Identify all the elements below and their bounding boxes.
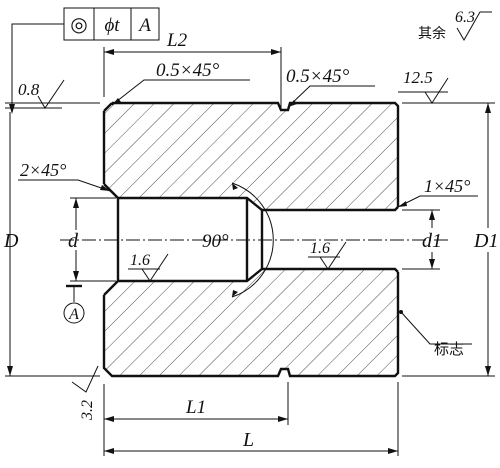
tolerance-datum: A [137, 15, 151, 36]
svg-text:0.5×45°: 0.5×45° [156, 60, 220, 81]
svg-text:1.6: 1.6 [310, 240, 330, 257]
svg-text:1×45°: 1×45° [424, 176, 470, 196]
tolerance-value: ϕt [104, 15, 120, 36]
svg-text:0.5×45°: 0.5×45° [286, 66, 350, 87]
roughness-bottom-left: 3.2 [71, 365, 105, 421]
svg-text:d1: d1 [422, 230, 442, 252]
dim-L1: L1 [104, 382, 289, 425]
svg-text:L: L [242, 429, 254, 451]
svg-text:0.8: 0.8 [18, 80, 40, 99]
svg-text:A: A [68, 306, 79, 323]
dim-D: D [3, 102, 100, 377]
svg-text:d: d [68, 230, 79, 252]
svg-text:1.6: 1.6 [130, 252, 150, 269]
angle-90-annotation: 90° [202, 182, 274, 298]
chamfer-bore: 2×45° [18, 160, 111, 192]
chamfer-right-top: 0.5×45° [286, 66, 375, 108]
svg-text:2×45°: 2×45° [20, 160, 66, 180]
svg-text:D1: D1 [473, 230, 498, 252]
svg-text:90°: 90° [202, 231, 229, 252]
svg-text:3.2: 3.2 [79, 400, 96, 421]
dim-L: L [103, 382, 399, 456]
coaxiality-symbol: ◎ [70, 12, 87, 36]
dim-d1: d1 [402, 209, 442, 270]
svg-text:其余: 其余 [418, 25, 446, 42]
roughness-left-face: 0.8 [5, 79, 65, 109]
marking-label: 标志 [399, 310, 472, 358]
roughness-other: 其余 6.3 [418, 9, 492, 42]
svg-text:L2: L2 [166, 30, 188, 51]
svg-text:6.3: 6.3 [455, 9, 475, 26]
dim-D1: D1 [402, 102, 498, 377]
roughness-bore-right: 1.6 [308, 240, 347, 270]
roughness-bore-left: 1.6 [128, 252, 169, 282]
svg-text:12.5: 12.5 [403, 68, 433, 87]
dim-d: d [68, 197, 116, 282]
svg-text:标志: 标志 [434, 340, 464, 358]
geometric-tolerance-frame: ◎ ϕt A [9, 7, 160, 114]
roughness-outer-right: 12.5 [398, 68, 449, 104]
dim-L2: L2 [103, 30, 282, 110]
part-section [60, 101, 448, 378]
svg-text:L1: L1 [185, 397, 206, 418]
chamfer-step: 1×45° [397, 176, 478, 208]
datum-a: A [63, 284, 85, 324]
chamfer-left-top: 0.5×45° [111, 60, 250, 106]
svg-text:D: D [3, 230, 19, 252]
